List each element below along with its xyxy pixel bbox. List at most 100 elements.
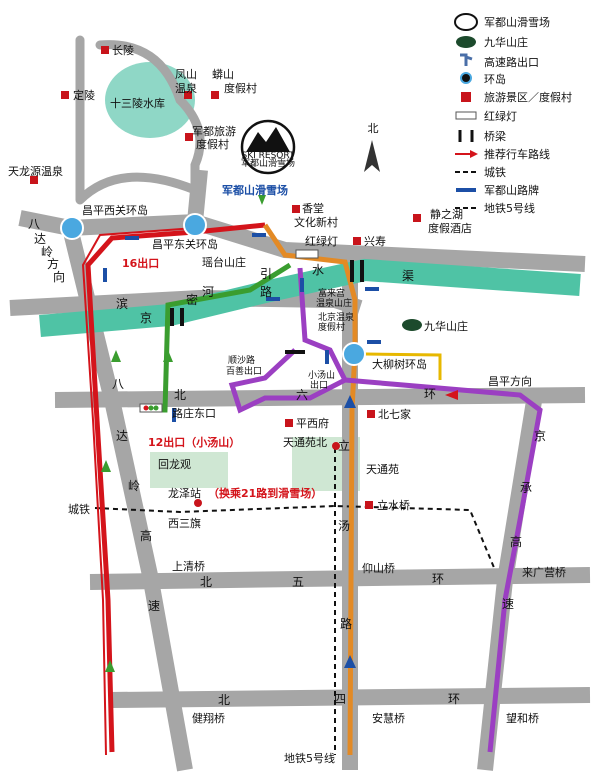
- place-tiantongyuanbei: 天通苑北: [283, 436, 327, 449]
- bridge-icon: [360, 260, 364, 282]
- road-name-char: 密: [186, 292, 198, 307]
- bridge-icon: [285, 350, 305, 354]
- bridge-icon: [180, 308, 184, 326]
- logo-sub: 军都山滑雪场: [241, 158, 295, 169]
- bridge-icon: [458, 130, 474, 142]
- bridge-icon: [170, 308, 174, 326]
- place-xingshou: 兴寿: [364, 234, 386, 248]
- scenic-spot-icon: [367, 410, 375, 418]
- scenic-markers: [30, 46, 421, 509]
- mountain-icon: [246, 127, 290, 152]
- road-sign-icon: [325, 350, 329, 364]
- place-xiaotang-2: 出口: [310, 379, 328, 391]
- road-name-char: 六: [296, 388, 308, 402]
- place-subway5: 地铁5号线: [284, 751, 335, 765]
- scenic-spot-icon: [413, 214, 421, 222]
- scenic-spot-icon: [365, 501, 373, 509]
- place-fengshan-2: 温泉: [175, 81, 197, 95]
- route-arrow-icon: [344, 395, 356, 408]
- road-name-char: 河: [202, 285, 214, 299]
- scenic-spot-icon: [292, 205, 300, 213]
- road-name-char: 速: [148, 599, 160, 613]
- road-name-char: 四: [334, 692, 346, 706]
- traffic-lights: [139, 249, 319, 413]
- scenic-spot-icon: [30, 176, 38, 184]
- place-pingxifu: 平西府: [296, 416, 329, 430]
- legend-label: 高速路出口: [484, 55, 539, 69]
- route-arrow-icon: [445, 390, 458, 400]
- route-arrow-icon: [105, 660, 115, 672]
- legend-label: 红绿灯: [484, 109, 517, 123]
- huilongguan-green-area: [150, 452, 228, 488]
- road-name-char: 达: [116, 429, 128, 443]
- place-jianxiangqiao: 健翔桥: [192, 711, 225, 725]
- scenic-spot-icon: [101, 46, 109, 54]
- jingcheng-expressway: [477, 393, 543, 771]
- route-orange: [262, 223, 358, 756]
- road-name-char: 向: [53, 269, 65, 284]
- road-name-char: 渠: [402, 269, 414, 283]
- place-beiyuan: 北京温泉: [318, 311, 354, 323]
- road-name-char: 环: [448, 692, 460, 706]
- legend-label: 推荐行车路线: [484, 147, 550, 161]
- place-huilongguan: 回龙观: [158, 458, 191, 471]
- road-name-char: 八: [112, 377, 124, 391]
- legend-label: 军都山路牌: [484, 183, 539, 197]
- place-changping-dir: 昌平方向: [488, 374, 532, 388]
- place-mangshan: 蟒山: [212, 67, 234, 81]
- place-xiaotang: 小汤山: [308, 370, 335, 381]
- subway-station-marker: [332, 442, 340, 450]
- road-name-char: 北: [174, 388, 186, 402]
- place-fengshan: 凤山: [175, 68, 197, 81]
- compass: 北: [364, 122, 380, 172]
- road-name-char: 五: [292, 575, 304, 589]
- road-name-char: 京: [140, 311, 152, 325]
- roundabout-icon: [460, 72, 472, 84]
- logo-brand: SKI RESORT: [242, 151, 295, 161]
- place-junduyou-2: 度假村: [196, 137, 229, 151]
- place-longze: 龙泽站: [168, 486, 201, 500]
- place-changling: 长陵: [112, 44, 134, 57]
- place-lishuiqiao: 立水桥: [377, 498, 410, 512]
- route-arrows: [101, 350, 173, 672]
- roundabout-icon: [60, 216, 84, 240]
- place-wangheqiao: 望和桥: [506, 712, 539, 725]
- road-name-char: 立: [338, 438, 350, 453]
- place-laiguangying: 来广营桥: [522, 565, 566, 579]
- scenic-spot-icon: [185, 133, 193, 141]
- place-shangqingqiao: 上清桥: [172, 560, 205, 573]
- road-name-char: 环: [424, 387, 436, 401]
- junction-changpingdongguan: 昌平东关环岛: [152, 237, 218, 251]
- reservoir-loop-road: [75, 35, 205, 205]
- road-name-char: 高: [510, 534, 522, 549]
- road-name-char: 滨: [116, 296, 128, 311]
- road-name-char: 达: [34, 232, 46, 246]
- road-sign-icon: [252, 233, 266, 237]
- north-fifth-ring: [89, 567, 591, 590]
- road-sign-icon: [266, 297, 280, 301]
- place-shunsha: 顺沙路: [228, 354, 255, 366]
- road-name-labels: 八达岭方向八达岭高速京承高速立汤路北六环北五环北四环京密引水渠滨河路: [28, 217, 546, 707]
- road-name-char: 路: [340, 616, 352, 631]
- place-xiangtang: 香堂: [302, 202, 324, 215]
- bridge-icon: [350, 260, 354, 282]
- jiuhua-resort-logo-icon: [456, 36, 476, 48]
- ski-resort-logo: SKI RESORT 军都山滑雪场: [240, 119, 296, 175]
- scenic-spot-icon: [285, 419, 293, 427]
- route-red-inner: [81, 227, 196, 756]
- place-anhuiqiao: 安慧桥: [372, 711, 405, 725]
- north-sixth-ring: [54, 387, 586, 408]
- legend-label: 军都山滑雪场: [484, 15, 550, 29]
- place-yangshanqiao: 仰山桥: [362, 561, 395, 575]
- place-dingling: 定陵: [73, 88, 95, 102]
- place-reservoir: 十三陵水库: [110, 96, 165, 110]
- route-arrow-icon: [344, 655, 356, 668]
- road-name-char: 路: [260, 284, 272, 299]
- scenic-spot-icon: [61, 91, 69, 99]
- place-mangshan-2: 度假村: [224, 81, 257, 95]
- road-name-char: 承: [520, 481, 532, 495]
- rail-station-marker: [194, 499, 202, 507]
- road-sign-icon: [172, 408, 176, 422]
